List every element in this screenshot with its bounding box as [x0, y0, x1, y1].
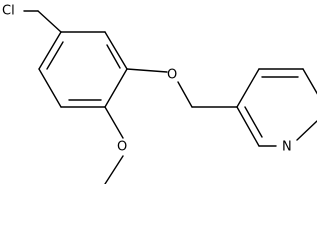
bond-ether-o-ch2: [177, 81, 193, 108]
ether-linkage: [126, 68, 238, 108]
chemical-structure: Cl O O N: [2, 3, 317, 184]
chloromethyl-group: [23, 10, 62, 33]
ether-oxygen-label: O: [167, 68, 177, 83]
benzene-ring: [38, 31, 128, 108]
benzene-bond-5: [38, 68, 62, 108]
pyridine-nitrogen-label: N: [282, 140, 292, 155]
pyridine-double-bond-b: [244, 106, 263, 138]
pyridine-bond-1: [236, 68, 260, 108]
benzene-double-bond-a: [106, 44, 121, 69]
pyridine-bond-6: [236, 106, 260, 147]
benzene-bond-2: [104, 31, 128, 70]
pyridine-bond-3: [302, 68, 317, 95]
bond-methoxy-o-ch3: [104, 155, 124, 184]
pyridine-bond-4: [296, 120, 317, 141]
benzene-bond-3: [104, 68, 128, 108]
pyridine-ring: [236, 68, 317, 147]
chlorine-atom-label: Cl: [2, 4, 15, 19]
benzene-bond-6: [38, 31, 62, 70]
benzene-double-bond-c: [46, 41, 64, 70]
bond-ring-methoxy-o: [104, 106, 124, 139]
methoxy-group: [104, 106, 124, 184]
methoxy-oxygen-label: O: [117, 140, 127, 155]
bond-ring-ether-o: [126, 68, 168, 73]
bond-ch2-ring: [37, 10, 62, 33]
